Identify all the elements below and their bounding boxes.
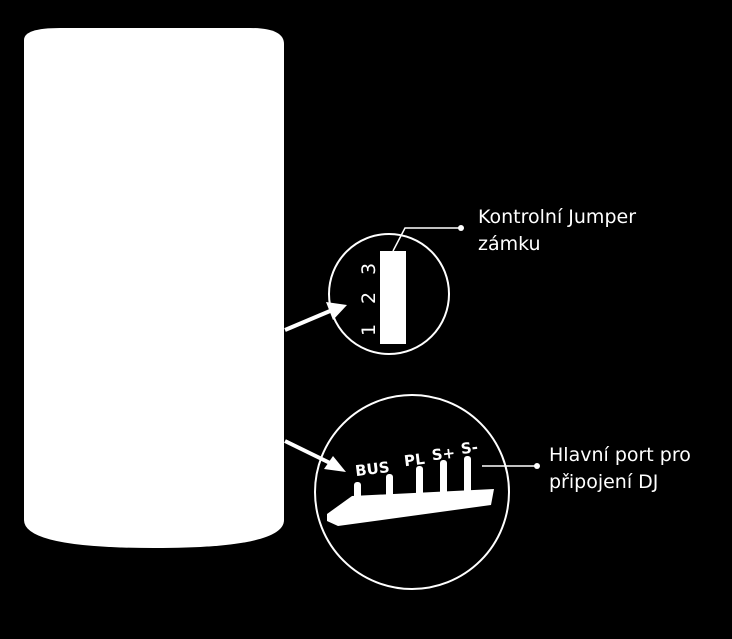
port-pin-pl — [416, 466, 423, 500]
port-callout-line-1: Hlavní port pro — [549, 444, 691, 466]
jumper-callout-line-1: Kontrolní Jumper — [478, 206, 637, 228]
port-pin-label-s-plus: S+ — [431, 444, 456, 465]
jumper-pin-label-3: 3 — [358, 263, 380, 275]
jumper-pin-labels: 1 2 3 — [358, 263, 380, 336]
arrow-to-port — [284, 439, 346, 472]
port-callout-label: Hlavní port pro připojení DJ — [549, 442, 691, 496]
device-body — [24, 28, 284, 548]
port-pin-labels: BUS PL S+ S- — [354, 438, 479, 480]
port-pins — [354, 456, 471, 504]
port-callout-dot — [534, 463, 540, 469]
jumper-pin-label-2: 2 — [358, 292, 380, 304]
port-connector-base — [327, 489, 494, 526]
port-pin-s-minus — [464, 456, 471, 496]
jumper-callout-dot — [458, 225, 464, 231]
port-pin-s-plus — [440, 460, 447, 498]
port-detail-circle — [314, 394, 510, 590]
port-pin-label-s-minus: S- — [460, 438, 479, 458]
port-pin-bus — [354, 482, 361, 504]
jumper-pin-label-1: 1 — [358, 324, 380, 336]
jumper-detail-circle — [328, 233, 450, 355]
port-pin-label-bus: BUS — [354, 458, 390, 480]
port-pin-2 — [386, 474, 393, 502]
arrow-to-jumper — [284, 302, 347, 332]
jumper-callout-leader — [392, 227, 461, 252]
port-pin-label-pl: PL — [403, 450, 426, 470]
jumper-block — [380, 251, 406, 344]
jumper-callout-line-2: zámku — [478, 233, 541, 255]
port-callout-line-2: připojení DJ — [549, 471, 659, 493]
jumper-callout-label: Kontrolní Jumper zámku — [478, 204, 636, 258]
